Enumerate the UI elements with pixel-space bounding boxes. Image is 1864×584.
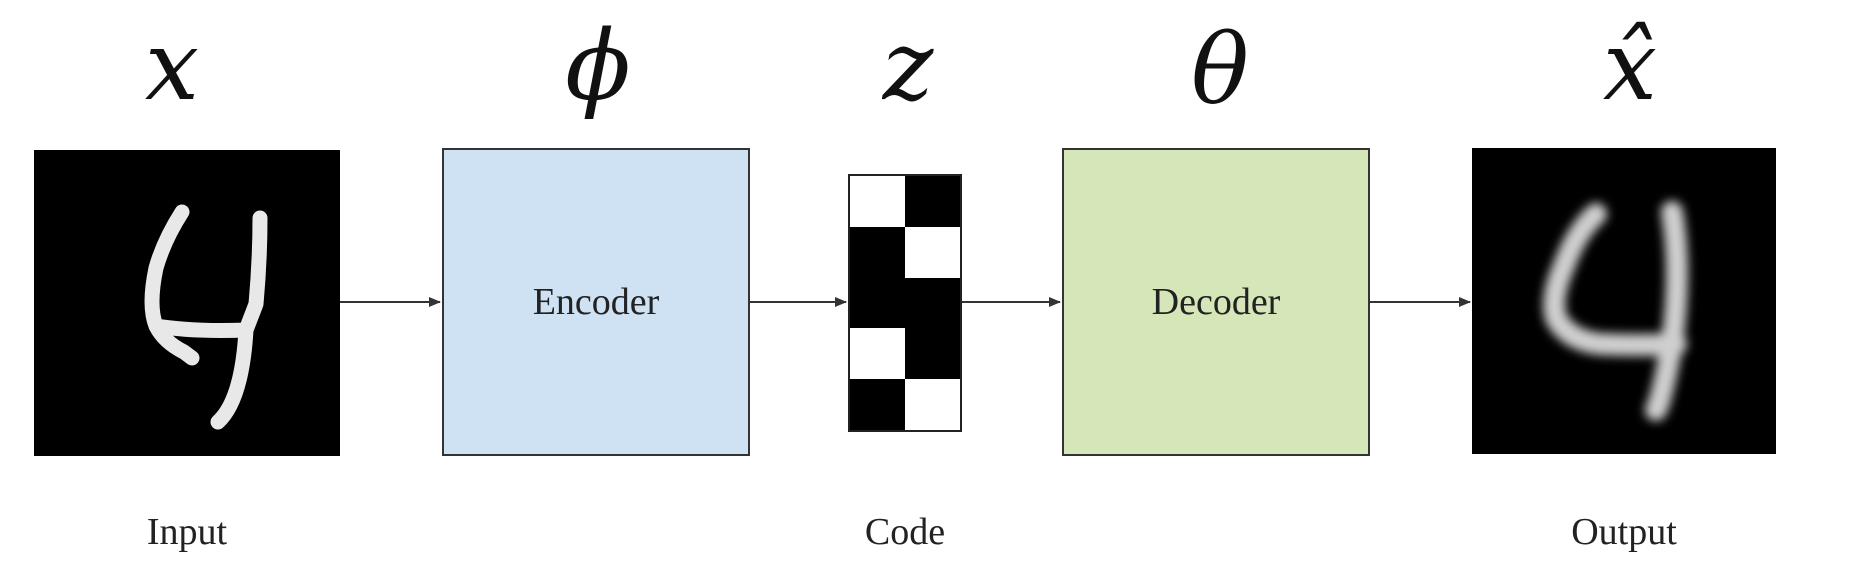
encoder-box: Encoder: [442, 148, 750, 456]
code-caption: Code: [864, 511, 946, 553]
code-cell: [850, 226, 905, 278]
decoder-label: Decoder: [1151, 281, 1281, 323]
code-cell: [905, 379, 960, 430]
code-cell: [850, 379, 905, 430]
code-symbol: z: [882, 10, 934, 122]
digit-four-strokes: [144, 204, 268, 430]
code-cell: [905, 328, 960, 380]
decoder-box: Decoder: [1062, 148, 1370, 456]
output-symbol: x̂: [1602, 10, 1658, 122]
input-symbol: x: [144, 10, 200, 122]
code-cell: [850, 176, 905, 227]
code-cell: [850, 277, 905, 329]
reconstructed-digit-strokes: [1543, 201, 1688, 421]
input-caption: Input: [146, 511, 228, 553]
code-cell: [850, 328, 905, 380]
input-image: [34, 150, 340, 456]
output-image: [1472, 148, 1776, 454]
output-caption: Output: [1571, 511, 1677, 553]
code-cell: [905, 176, 960, 227]
code-grid: [848, 174, 962, 432]
encoder-label: Encoder: [532, 281, 660, 323]
decoder-symbol: θ: [1191, 14, 1249, 126]
encoder-symbol: ϕ: [565, 10, 631, 122]
code-cell: [905, 226, 960, 278]
code-cell: [905, 277, 960, 329]
